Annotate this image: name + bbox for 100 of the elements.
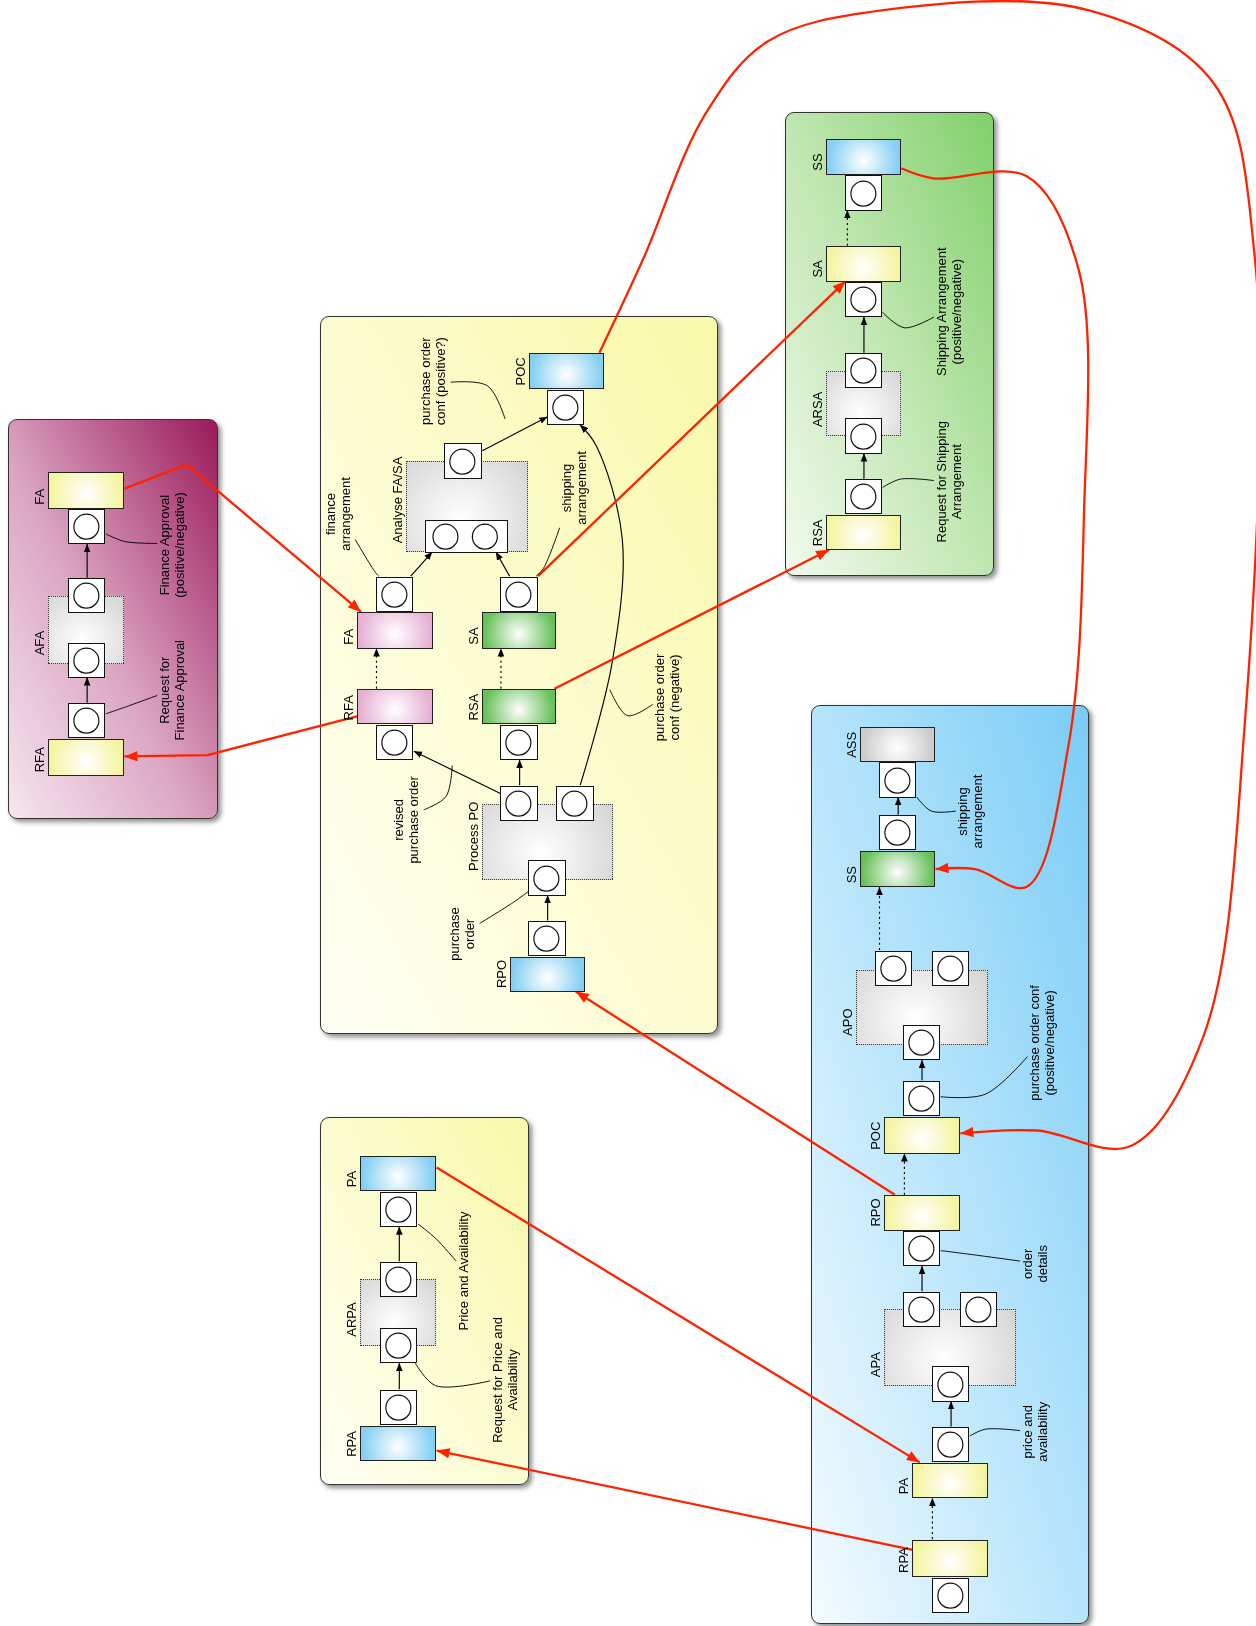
port-symbol [902, 1231, 941, 1267]
state-label: PA [344, 1170, 360, 1188]
port-symbol [844, 418, 883, 454]
port-symbol [902, 1080, 941, 1116]
state-label: ASS [844, 731, 860, 758]
state-label: SA [465, 627, 481, 645]
flow-arrow [410, 551, 433, 577]
port-symbol [844, 282, 883, 318]
flow-arrow [495, 551, 511, 577]
activity-label: AFA [32, 630, 48, 656]
swimlane-panel [8, 419, 218, 820]
port-symbol [959, 1291, 998, 1328]
state-label: SS [810, 153, 826, 171]
port-symbol [380, 1191, 418, 1227]
annotation-text: Request for Price and Availability [489, 1311, 522, 1448]
activity-label: APA [868, 1352, 884, 1378]
annotation-text: purchase order conf (positive/negative) [1026, 967, 1059, 1118]
state-label: POC [513, 357, 529, 386]
state-label: SS [844, 865, 860, 884]
activity-label: APO [840, 1008, 856, 1036]
activity-label: Analyse FA/SA [390, 456, 406, 544]
port-symbol [556, 785, 594, 821]
message-arrow [598, 0, 1256, 1150]
flow-arrow [83, 676, 91, 704]
port-symbol [500, 725, 538, 761]
annotation-text: shipping arrangement [955, 766, 988, 857]
message-arrow [575, 990, 896, 1196]
state-label: RPA [896, 1547, 912, 1573]
port-symbol [375, 576, 414, 612]
flow-arrow [947, 1400, 955, 1428]
port-symbol [879, 762, 917, 798]
message-arrow [436, 1448, 913, 1551]
flow-arrow [83, 543, 91, 579]
dotted-arrow [373, 647, 380, 690]
port-symbol [500, 576, 538, 612]
activity-label: ARSA [810, 391, 826, 428]
dotted-arrow [844, 209, 851, 247]
swimlane-panel [785, 112, 994, 576]
port-symbol [902, 1025, 941, 1061]
swimlane-panel [320, 1117, 529, 1486]
annotation-text: purchase order conf (negative) [652, 647, 685, 748]
state-label: PA [896, 1477, 912, 1495]
port-symbol [67, 703, 106, 739]
port-symbol [931, 1577, 970, 1613]
annotation-text: revised purchase order [391, 773, 424, 866]
flow-arrow [544, 894, 551, 922]
annotation-text: Shipping Arrangement (positive/negative) [933, 241, 966, 382]
port-symbol [528, 921, 566, 957]
annotation-text: Request for Finance Approval [156, 636, 189, 745]
port-symbol [931, 1366, 970, 1402]
flow-arrow [579, 424, 624, 786]
double-port-symbol [425, 519, 509, 553]
state-label: FA [32, 488, 48, 505]
flow-arrow [396, 1225, 403, 1262]
state-label: RPO [868, 1198, 884, 1227]
flow-arrow [894, 796, 902, 816]
message-arrow [537, 280, 847, 577]
port-symbol [902, 1291, 941, 1328]
port-symbol [547, 390, 585, 426]
annotation-text: purchase order conf (positive?) [418, 331, 451, 432]
port-symbol [931, 1427, 970, 1463]
swimlane-panel [320, 316, 718, 1035]
flow-arrow [860, 316, 868, 354]
port-symbol [67, 578, 106, 614]
port-symbol [879, 815, 917, 851]
port-symbol [375, 725, 414, 761]
port-symbol [444, 443, 482, 479]
port-symbol [380, 1389, 418, 1426]
state-label: POC [868, 1121, 884, 1150]
port-symbol [844, 479, 883, 515]
message-arrow [900, 167, 1090, 890]
state-label: RFA [32, 747, 48, 773]
state-label: SA [810, 260, 826, 278]
port-symbol [874, 950, 913, 986]
flow-arrow [413, 750, 502, 795]
dotted-arrow [929, 1497, 936, 1540]
message-arrow [124, 463, 362, 613]
port-symbol [500, 785, 538, 821]
annotation-text: Request for Shipping Arrangement [933, 411, 966, 552]
port-symbol [67, 642, 106, 678]
dotted-arrow [497, 647, 505, 690]
flow-arrow [918, 1265, 926, 1292]
annotation-text: Price and Availability [455, 1203, 473, 1340]
port-symbol [380, 1261, 418, 1297]
state-label: RPA [344, 1431, 360, 1457]
annotation-text: order details [1019, 1238, 1052, 1289]
flow-arrow [396, 1362, 403, 1390]
port-symbol [931, 950, 970, 986]
message-arrow [124, 715, 359, 762]
port-symbol [380, 1328, 418, 1364]
port-symbol [67, 509, 106, 545]
state-label: RSA [465, 693, 481, 721]
activity-label: ARPA [344, 1302, 360, 1337]
leader-line [609, 689, 654, 717]
state-label: RPO [493, 959, 509, 989]
annotation-text: price and availability [1019, 1394, 1052, 1470]
message-arrow [553, 548, 830, 690]
flow-arrow [860, 452, 868, 480]
swimlane-panel [811, 705, 1089, 1625]
annotation-text: shipping arrangement [559, 443, 592, 533]
